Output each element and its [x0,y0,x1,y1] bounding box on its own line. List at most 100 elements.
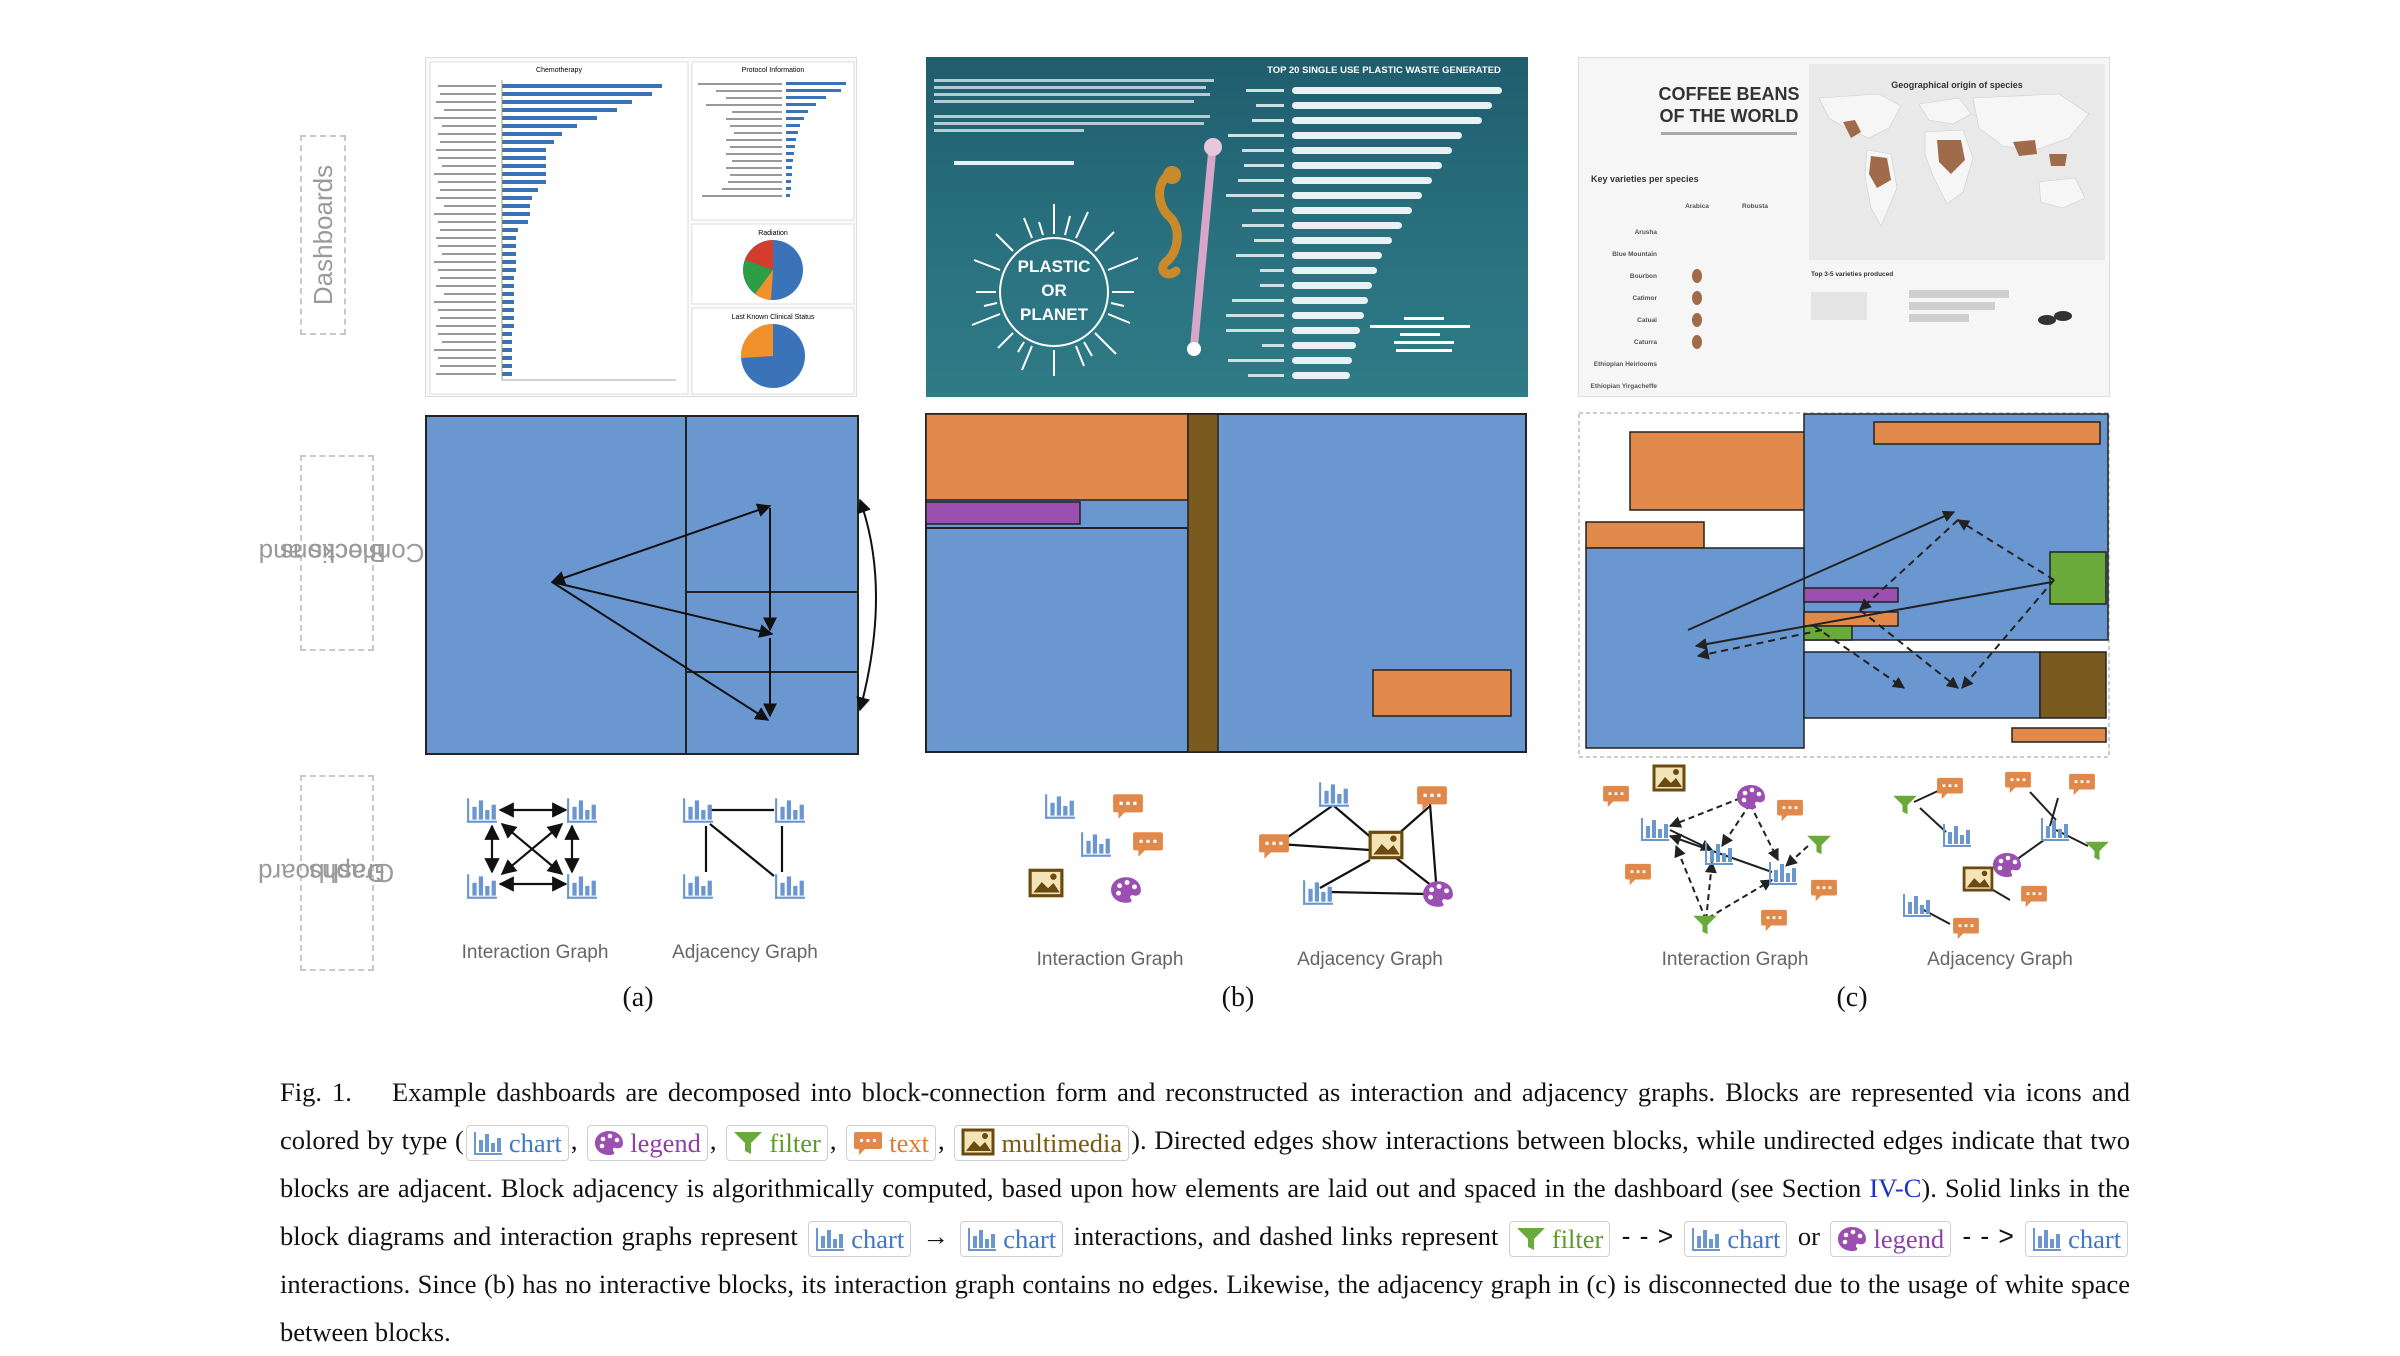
filter-icon [1807,835,1831,855]
chart-icon [1769,862,1797,885]
text-icon [853,1130,883,1156]
variety-row-label: Catuai [1637,317,1657,324]
chart-icon [683,874,713,899]
graph-c-adjacency [1893,771,2109,940]
chip-filter-label: filter [769,1127,821,1158]
legend-icon [1737,785,1765,809]
chip-filter-source: filter [1508,1220,1611,1257]
multimedia-icon [1652,764,1686,792]
chart-icon [967,1226,997,1252]
graph-c-interaction-caption: Interaction Graph [1661,949,1809,970]
chip-multimedia-label: multimedia [1001,1127,1123,1158]
coffee-title-line2: OF THE WORLD [1660,106,1799,126]
credit-text [1370,317,1470,352]
graph-b-adjacency [1259,782,1453,907]
caption-part4: interactions, and dashed links represent [1073,1221,1499,1251]
dashed-arrow-glyph-2: - - > [1953,1221,2024,1251]
coffee-bean-icon [1692,313,1702,327]
text-icon [1417,786,1447,811]
text-icon [1937,777,1963,800]
block-c-title [1629,431,1807,511]
chip-chart-target-label: chart [1003,1223,1057,1254]
status-title: Last Known Clinical Status [732,314,815,321]
chart-icon [1641,818,1669,841]
block-diagram-b [924,412,1530,758]
chip-legend-source: legend [1830,1220,1952,1257]
text-icon [1113,794,1143,819]
chip-chart-dashed-2-label: chart [2068,1223,2122,1254]
chart-icon [567,874,597,899]
chip-chart: chart [465,1124,569,1161]
block-c-filter [2049,551,2107,605]
dashboard-thumbnail-c: COFFEE BEANS OF THE WORLD Geographical o… [1578,57,2110,397]
graph-a-adjacency [683,798,805,899]
legend-icon [1837,1226,1867,1252]
text-icon [1133,832,1163,857]
filter-icon [2085,841,2109,861]
graph-a-interaction [467,798,597,899]
caption-part3: ). Solid links in the block diagrams and… [280,1173,2130,1251]
text-icon [1811,879,1837,902]
variety-row-label: Bourbon [1630,273,1657,280]
protocol-title: Protocol Information [742,67,805,74]
multimedia-icon [1028,868,1064,898]
row-label-blocks-line2: Connections [279,538,425,568]
chip-filter: filter [726,1124,828,1161]
block-c-map-title [1873,421,2101,445]
top-variety-bars [1909,290,2009,322]
legend-icon [1111,877,1141,903]
filter-icon [733,1130,763,1156]
bean-icons [2038,311,2072,325]
block-b-text-credit [1372,669,1512,717]
sublabel-c: (c) [1836,982,1868,1013]
graph-c-interaction [1603,764,1837,935]
chip-legend-source-label: legend [1873,1223,1945,1254]
row-label-blocks: Blocks and Connections [258,455,424,651]
text-icon [2005,771,2031,794]
text-icon [1761,909,1787,932]
plastic-chart-title: TOP 20 SINGLE USE PLASTIC WASTE GENERATE… [1267,65,1501,76]
text-icon [1625,863,1651,886]
caption-part2: ). Directed edges show interactions betw… [280,1125,2131,1203]
plastic-row-labels [1226,89,1284,377]
chip-chart-target: chart [960,1220,1064,1257]
intro-text-lines [934,79,1214,132]
block-c-multimedia [2039,651,2107,719]
text-icon [1953,917,1979,940]
filter-icon [1693,915,1717,935]
variety-row-label: Blue Mountain [1612,251,1657,258]
text-icon [1603,785,1629,808]
circle-line3: PLANET [1020,305,1089,324]
total-contribution-bar [954,161,1074,165]
caption-part1: Example dashboards are decomposed into b… [280,1077,2131,1155]
coffee-title-line1: COFFEE BEANS [1658,84,1799,104]
chip-chart-dashed-1-label: chart [1727,1223,1781,1254]
sublabel-a: (a) [622,982,654,1013]
variety-row-label: Ethiopian Heirlooms [1594,361,1658,368]
top-varieties-title: Top 3-5 varieties produced [1811,271,1893,278]
variety-row-label: Ethiopian Yirgacheffe [1591,383,1658,390]
section-link[interactable]: IV-C [1869,1173,1922,1203]
dashboard-thumbnail-a: Chemotherapy Protocol Information Radiat… [425,57,857,397]
variety-row-label: Caturra [1634,339,1658,346]
block-c-map [1803,413,2109,641]
chart-icon [1319,782,1349,807]
chart-icon [2041,818,2069,841]
variety-row-label: Arusha [1635,229,1658,236]
status-pie [740,323,805,388]
figure-caption: Fig. 1. Example dashboards are decompose… [280,1077,2131,1347]
chart-icon [1903,894,1931,917]
coffee-bean-icon [1692,269,1702,283]
block-b-text-top [925,413,1189,501]
chart-icon [467,798,497,823]
chip-chart-dashed-target-2: chart [2025,1220,2129,1257]
col-robusta: Robusta [1742,203,1768,210]
protocol-row-labels [698,83,782,197]
text-icon [2069,773,2095,796]
chart-icon [1705,842,1733,865]
block-c-top-chart [1803,651,2041,719]
row-label-dashboards: Dashboards [300,135,346,335]
variety-row-label: Catimor [1632,295,1657,302]
chart-icon [815,1226,845,1252]
radiation-pie [743,240,803,300]
